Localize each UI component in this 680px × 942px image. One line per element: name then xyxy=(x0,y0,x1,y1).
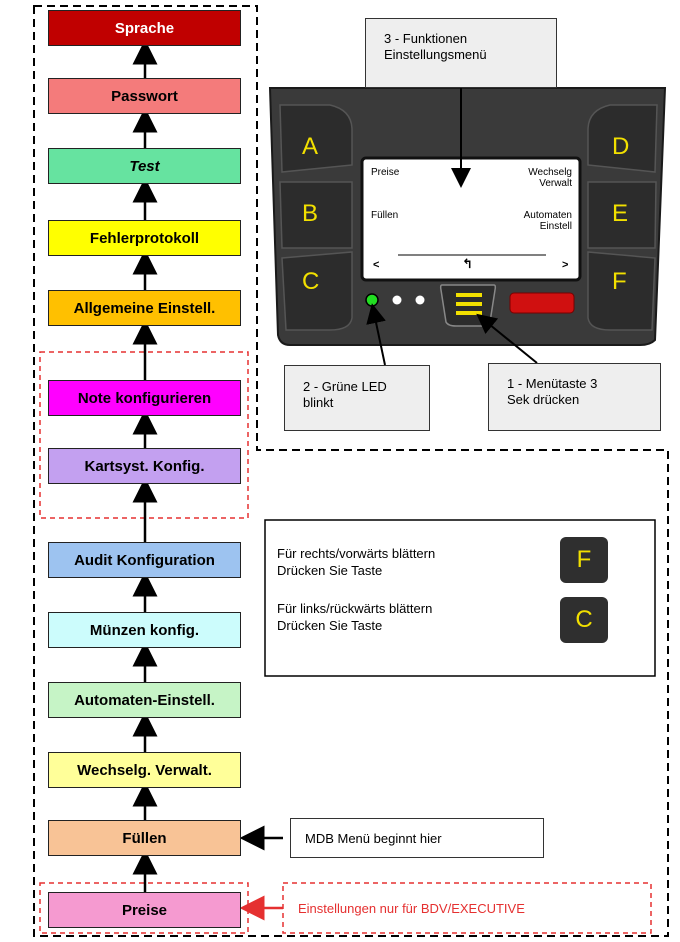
menu-item-9[interactable]: Automaten-Einstell. xyxy=(48,682,241,718)
instruction-forward: Für rechts/vorwärts blättern Drücken Sie… xyxy=(277,545,435,579)
lcd-top-right-line2: Verwalt xyxy=(539,178,572,189)
key-e[interactable]: E xyxy=(612,200,629,227)
lcd-mid-left: Füllen xyxy=(371,210,399,221)
menu-item-10[interactable]: Wechselg. Verwalt. xyxy=(48,752,241,788)
menu-item-7[interactable]: Audit Konfiguration xyxy=(48,542,241,578)
lcd-mid-right: Automaten Einstell xyxy=(500,210,572,232)
key-f[interactable]: F xyxy=(612,268,627,295)
menu-item-12[interactable]: Preise xyxy=(48,892,241,928)
mdb-callout: MDB Menü beginnt hier xyxy=(290,818,544,858)
key-c[interactable]: C xyxy=(302,268,320,295)
instruction-forward-line2: Drücken Sie Taste xyxy=(277,563,383,578)
key-b[interactable]: B xyxy=(302,200,319,227)
outer-dashed-border xyxy=(33,5,669,937)
key-a[interactable]: A xyxy=(302,133,319,160)
instruction-back-line2: Drücken Sie Taste xyxy=(277,618,383,633)
menu-item-1[interactable]: Passwort xyxy=(48,78,241,114)
menu-item-11[interactable]: Füllen xyxy=(48,820,241,856)
led-white-1-icon xyxy=(392,295,402,305)
return-icon: ↰ xyxy=(462,256,473,271)
menu-item-0[interactable]: Sprache xyxy=(48,10,241,46)
instruction-back: Für links/rückwärts blättern Drücken Sie… xyxy=(277,600,432,634)
menutaste-pointer xyxy=(476,313,538,364)
led-pointer xyxy=(366,303,386,366)
key-d[interactable]: D xyxy=(612,133,630,160)
key-c-sample: C xyxy=(560,597,608,643)
led-white-2-icon xyxy=(415,295,425,305)
instruction-back-line1: Für links/rückwärts blättern xyxy=(277,601,433,616)
lcd-top-left: Preise xyxy=(371,167,400,178)
menu-item-6[interactable]: Kartsyst. Konfig. xyxy=(48,448,241,484)
menutaste-callout: 1 - Menütaste 3 Sek drücken xyxy=(488,363,661,431)
menu-item-2[interactable]: Test xyxy=(48,148,241,184)
funktionen-callout: 3 - Funktionen Einstellungsmenü xyxy=(365,18,557,88)
red-indicator-bar xyxy=(509,292,575,314)
lcd-top-right: Wechselg Verwalt xyxy=(500,167,572,189)
lcd-mid-right-line2: Einstell xyxy=(539,221,572,232)
instruction-forward-line1: Für rechts/vorwärts blättern xyxy=(277,546,436,561)
lcd-top-right-line1: Wechselg xyxy=(528,167,572,178)
lcd-mid-right-line1: Automaten xyxy=(523,210,572,221)
menu-item-4[interactable]: Allgemeine Einstell. xyxy=(48,290,241,326)
menu-item-8[interactable]: Münzen konfig. xyxy=(48,612,241,648)
bdv-callout: Einstellungen nur für BDV/EXECUTIVE xyxy=(298,901,525,916)
key-f-sample: F xyxy=(560,537,608,583)
led-green-icon xyxy=(365,293,379,307)
led-callout: 2 - Grüne LED blinkt xyxy=(284,365,430,431)
device-panel xyxy=(268,87,667,346)
menu-item-3[interactable]: Fehlerprotokoll xyxy=(48,220,241,256)
lcd-nav-left: < xyxy=(373,259,380,271)
lcd-screen xyxy=(360,156,582,282)
menu-item-5[interactable]: Note konfigurieren xyxy=(48,380,241,416)
lcd-nav-right: > xyxy=(562,259,569,271)
